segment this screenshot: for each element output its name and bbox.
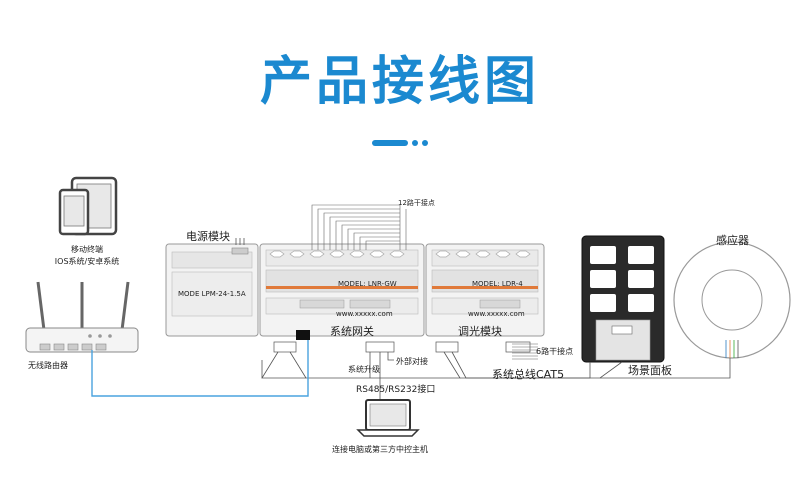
page-title: 产品接线图	[259, 52, 540, 112]
tablet-label-line1: 移动终端	[71, 245, 103, 254]
bottom-terminals	[273, 341, 531, 353]
dry-contact-6-lines	[512, 343, 538, 360]
sensor-label: 感应器	[716, 234, 749, 247]
rs485-label: RS485/RS232接口	[356, 385, 436, 395]
gateway-label: 系统网关	[330, 325, 374, 338]
bus-label: 系统总线CAT5	[492, 368, 565, 381]
system-upgrade-label: 系统升级	[348, 365, 380, 374]
router-icon	[25, 281, 139, 353]
dimmer-model: MODEL: LDR-4	[472, 280, 523, 288]
router-label: 无线路由器	[28, 361, 68, 370]
dry-contact-6-label: 6路干接点	[536, 347, 574, 356]
dry-contact-lines	[311, 204, 407, 250]
power-module-device	[165, 238, 259, 337]
phone-icon	[58, 188, 90, 236]
gateway-site: www.xxxxx.com	[336, 310, 393, 318]
tablet-label-line2: IOS系统/安卓系统	[54, 257, 120, 266]
title-underline	[372, 140, 428, 146]
bus-wiring	[261, 351, 731, 379]
scene-panel-label: 场景面板	[628, 364, 672, 377]
dimmer-label: 调光模块	[458, 325, 502, 338]
sensor-device	[673, 241, 791, 359]
dimmer-device	[425, 243, 545, 337]
gateway-model: MODEL: LNR-GW	[338, 280, 397, 288]
scene-panel-device	[581, 235, 665, 363]
ethernet-cable	[91, 340, 309, 397]
dry-contact-top-label: 12路干接点	[398, 199, 435, 207]
external-dock-label: 外部对接	[396, 357, 428, 366]
laptop-icon	[356, 399, 420, 437]
power-module-model: MODE LPM-24-1.5A	[178, 290, 246, 298]
terminal-caps	[269, 250, 531, 258]
laptop-label: 连接电脑或第三方中控主机	[332, 445, 428, 454]
dimmer-site: www.xxxxx.com	[468, 310, 525, 318]
power-module-label: 电源模块	[186, 230, 230, 243]
